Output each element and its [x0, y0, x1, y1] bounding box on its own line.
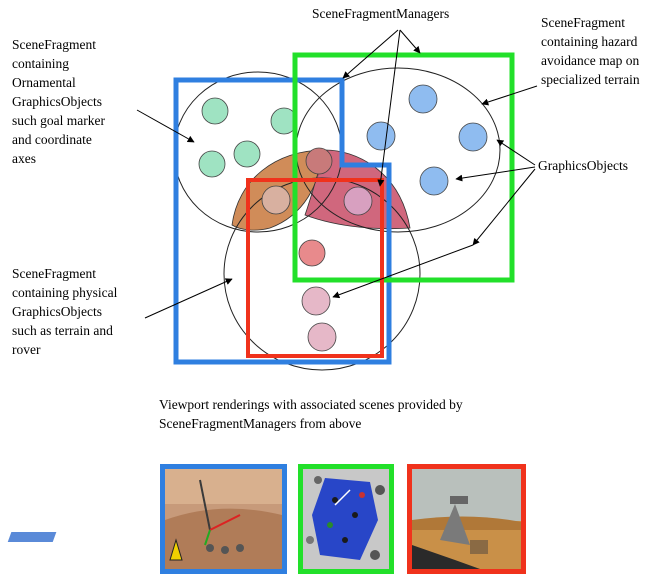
graphics-object: [301, 286, 331, 316]
label-line: specialized terrain: [541, 72, 640, 87]
arrow-to-object-a: [496, 139, 536, 166]
arrow-to-hazard-fragment: [481, 85, 538, 106]
graphics-object: [458, 122, 488, 152]
graphics-object: [201, 97, 229, 125]
label-line: containing: [12, 56, 69, 71]
arrow-to-blue-manager: [342, 29, 399, 79]
label-line: Ornamental: [12, 75, 76, 90]
graphics-object: [198, 150, 226, 178]
arrow-to-physical-fragment: [144, 278, 233, 319]
graphics-object: [305, 147, 333, 175]
pointer-arrows: [136, 29, 538, 319]
graphics-object: [343, 186, 373, 216]
label-line: SceneFragment: [541, 15, 625, 30]
physical-fragment-label: SceneFragment containing physical Graphi…: [12, 264, 117, 359]
arrow-to-object-b: [455, 166, 536, 182]
label-line: such as terrain and: [12, 323, 113, 338]
graphics-object: [233, 140, 261, 168]
graphics-object: [419, 166, 449, 196]
label-line: GraphicsObjects: [12, 304, 102, 319]
label-line: containing hazard: [541, 34, 638, 49]
arrow-to-red-manager: [377, 29, 401, 187]
label-line: rover: [12, 342, 41, 357]
hazard-fragment-label: SceneFragment containing hazard avoidanc…: [541, 13, 640, 89]
physical-graphics-objects: [301, 286, 337, 352]
hazard-graphics-objects: [366, 84, 488, 196]
label-line: such goal marker: [12, 113, 105, 128]
arrow-to-object-d: [332, 244, 474, 299]
green-scene-fragment-manager: [292, 52, 515, 283]
label-line: avoidance map on: [541, 53, 640, 68]
graphics-object: [408, 84, 438, 114]
label-line: containing physical: [12, 285, 118, 300]
rover-wheel: [206, 544, 214, 552]
graphics-object: [366, 121, 396, 151]
graphics-objects-label: GraphicsObjects: [538, 158, 628, 173]
ornamental-graphics-objects: [198, 97, 298, 178]
label-line: axes: [12, 151, 36, 166]
graphics-object: [307, 322, 337, 352]
label-line: SceneFragment: [12, 37, 96, 52]
arrow-to-object-c: [472, 168, 536, 246]
graphics-object: [298, 239, 326, 267]
graphics-object: [261, 185, 291, 215]
viewport-green: [298, 464, 394, 574]
label-line: GraphicsObjects: [12, 94, 102, 109]
viewport-red: [407, 464, 526, 574]
blue-scene-fragment-manager: [173, 77, 392, 365]
label-line: and coordinate: [12, 132, 92, 147]
rover-wheel: [236, 544, 244, 552]
arrow-to-green-manager: [399, 29, 421, 54]
red-scene-fragment-manager: [246, 178, 384, 358]
rover-wheel: [221, 546, 229, 554]
caption-line: SceneFragmentManagers from above: [159, 416, 362, 431]
arrow-to-ornamental-fragment: [136, 109, 195, 143]
goal-marker: [169, 538, 183, 561]
label-line: SceneFragment: [12, 266, 96, 281]
ornamental-fragment-label: SceneFragment containing Ornamental Grap…: [12, 35, 105, 168]
scene-fragment-managers-label: SceneFragmentManagers: [312, 6, 450, 21]
viewport-blue: [7, 464, 287, 574]
viewport-caption: Viewport renderings with associated scen…: [159, 395, 463, 433]
caption-line: Viewport renderings with associated scen…: [159, 397, 463, 412]
